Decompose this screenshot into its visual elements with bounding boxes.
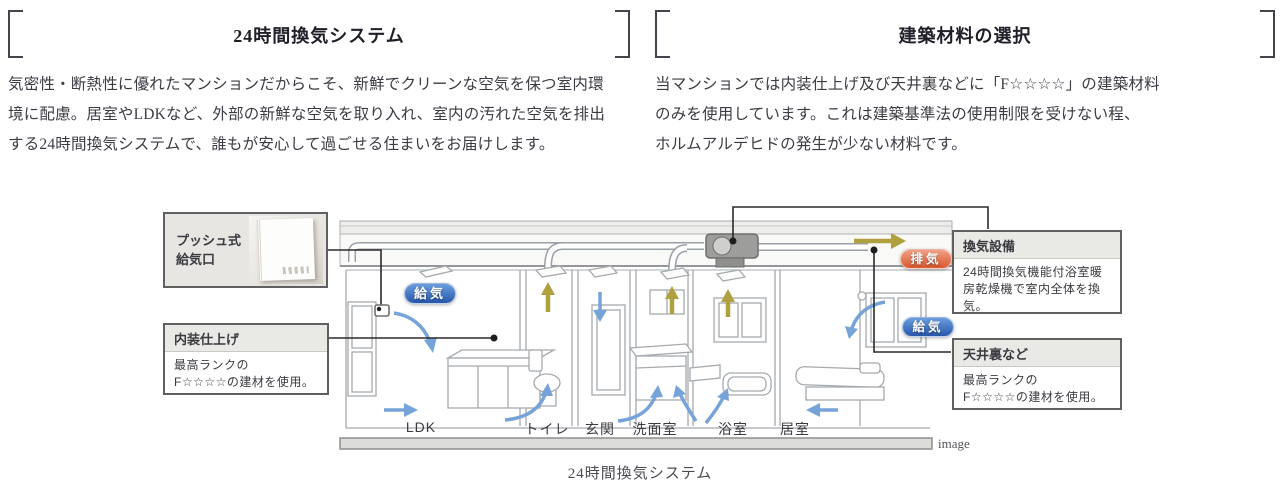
bathroom-window — [713, 297, 767, 343]
supply-air-pill-right: 給気 — [902, 317, 954, 337]
room-label-ldk: LDK — [405, 419, 437, 435]
ventilation-title: 24時間換気システム — [233, 26, 405, 46]
ventilation-diagram: プッシュ式 給気口 内装仕上げ 最高ランクの F☆☆☆☆の建材を使用。 換気設備… — [0, 200, 1280, 460]
push-inlet-photo — [249, 216, 323, 284]
left-bracket-icon — [8, 10, 23, 58]
ventilation-ducts — [348, 242, 868, 271]
ceiling-fan-unit — [705, 233, 759, 268]
callout-interior-finish: 内装仕上げ 最高ランクの F☆☆☆☆の建材を使用。 — [163, 323, 329, 395]
room-label-bathroom: 浴室 — [718, 421, 748, 437]
image-note: image — [938, 436, 970, 451]
ceiling-vents — [534, 265, 747, 282]
interior-finish-title: 内装仕上げ — [165, 325, 327, 352]
ceiling-space-title: 天井裏など — [954, 340, 1120, 367]
materials-heading-row: 建築材料の選択 — [655, 8, 1275, 60]
interior-finish-body: 最高ランクの F☆☆☆☆の建材を使用。 — [174, 358, 315, 389]
push-inlet-title: プッシュ式 給気口 — [176, 233, 242, 267]
ventilation-body: 気密性・断熱性に優れたマンションだからこそ、新鮮でクリーンな空気を保つ室内環 境… — [8, 76, 606, 153]
floor-slab — [339, 437, 933, 450]
air-inlet-device-image — [256, 218, 316, 281]
materials-body: 当マンションでは内装仕上げ及び天井裏などに「F☆☆☆☆」の建築材料 のみを使用し… — [655, 76, 1160, 153]
callout-vent-equipment: 換気設備 24時間換気機能付浴室暖房乾燥機で室内全体を換気。 — [952, 230, 1122, 314]
ventilation-heading-row: 24時間換気システム — [8, 8, 630, 60]
section-ventilation: 24時間換気システム 気密性・断熱性に優れたマンションだからこそ、新鮮でクリーン… — [8, 8, 630, 160]
materials-title: 建築材料の選択 — [898, 26, 1032, 46]
room-label-bedroom: 居室 — [780, 421, 810, 437]
callout-ceiling-space: 天井裏など 最高ランクの F☆☆☆☆の建材を使用。 — [952, 338, 1122, 410]
vent-equipment-body: 24時間換気機能付浴室暖房乾燥機で室内全体を換気。 — [963, 265, 1103, 313]
kitchen-counter — [445, 349, 557, 409]
room-label-washroom: 洗面室 — [632, 421, 678, 437]
vent-equipment-title: 換気設備 — [954, 232, 1120, 259]
bed — [795, 362, 885, 401]
callout-push-inlet: プッシュ式 給気口 — [163, 212, 328, 288]
bathtub — [689, 364, 772, 396]
left-bracket-icon — [655, 10, 670, 58]
ceiling-space-body: 最高ランクの F☆☆☆☆の建材を使用。 — [963, 373, 1104, 404]
apartment-cutaway-illustration — [328, 206, 989, 450]
right-bracket-icon — [1260, 10, 1275, 58]
washroom-vanity — [628, 289, 694, 401]
room-label-entrance: 玄関 — [585, 421, 615, 437]
exhaust-air-pill: 排気 — [900, 249, 952, 269]
callout-connectors — [328, 206, 989, 353]
section-materials: 建築材料の選択 当マンションでは内装仕上げ及び天井裏などに「F☆☆☆☆」の建築材… — [655, 8, 1275, 160]
right-bracket-icon — [615, 10, 630, 58]
room-label-toilet: トイレ — [524, 421, 570, 437]
supply-air-pill-left: 給気 — [404, 283, 456, 304]
diagram-caption: 24時間換気システム — [567, 466, 713, 482]
exhaust-duct-arrows — [541, 233, 906, 317]
